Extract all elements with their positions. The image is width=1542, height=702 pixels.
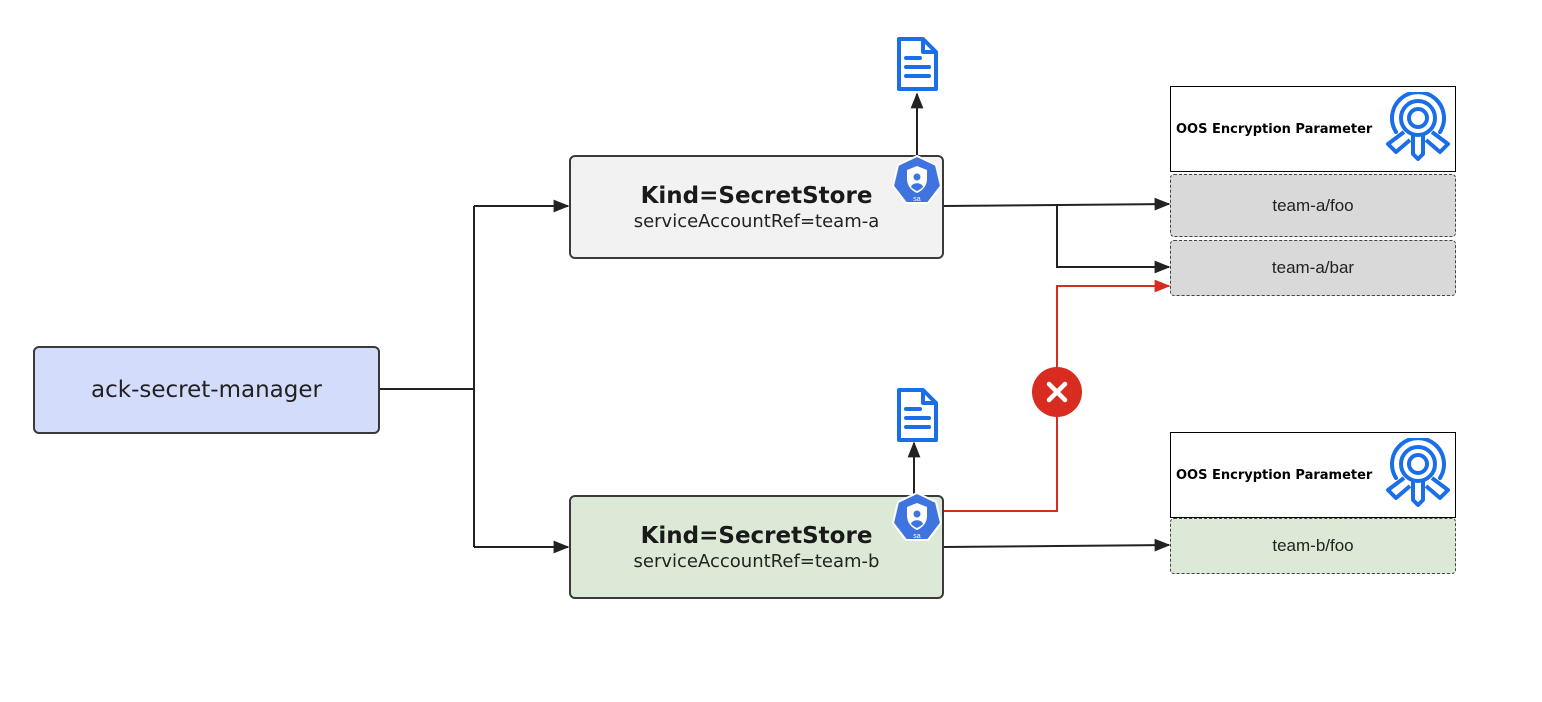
service-account-label: sa — [913, 196, 921, 203]
parameter-team-a-foo: team-a/foo — [1170, 174, 1456, 237]
kms-key-icon — [1386, 438, 1450, 507]
oos-title: OOS Encryption Parameter — [1176, 467, 1373, 483]
document-icon — [897, 388, 938, 442]
store-a-to-team-a-foo-arrow — [943, 197, 1171, 211]
store-kind-label: Kind=SecretStore — [640, 182, 873, 209]
oos-encryption-parameter-header-b: OOS Encryption Parameter — [1170, 432, 1456, 518]
store-b-to-team-b-foo-arrow — [943, 538, 1171, 552]
store-service-account-ref: serviceAccountRef=team-a — [633, 210, 880, 232]
kms-key-icon — [1386, 92, 1450, 161]
ack-secret-manager-node: ack-secret-manager — [33, 346, 380, 434]
parameter-team-b-foo: team-b/foo — [1170, 518, 1456, 574]
document-icon — [897, 37, 938, 91]
service-account-icon: sa — [891, 491, 943, 541]
parameter-label: team-a/foo — [1272, 195, 1354, 215]
service-account-label: sa — [913, 533, 921, 540]
secret-store-team-b: Kind=SecretStore serviceAccountRef=team-… — [569, 495, 944, 599]
service-account-icon: sa — [891, 154, 943, 204]
manager-label: ack-secret-manager — [91, 377, 322, 403]
parameter-team-a-bar: team-a/bar — [1170, 240, 1456, 296]
parameter-label: team-b/foo — [1272, 536, 1354, 555]
oos-title: OOS Encryption Parameter — [1176, 121, 1373, 137]
secret-store-team-a: Kind=SecretStore serviceAccountRef=team-… — [569, 155, 944, 259]
parameter-label: team-a/bar — [1271, 258, 1355, 277]
store-a-to-team-a-bar-arrow — [1056, 206, 1171, 274]
store-service-account-ref: serviceAccountRef=team-b — [633, 550, 880, 572]
access-denied-icon — [1032, 367, 1082, 417]
store-kind-label: Kind=SecretStore — [640, 522, 873, 549]
oos-encryption-parameter-header-a: OOS Encryption Parameter — [1170, 86, 1456, 172]
